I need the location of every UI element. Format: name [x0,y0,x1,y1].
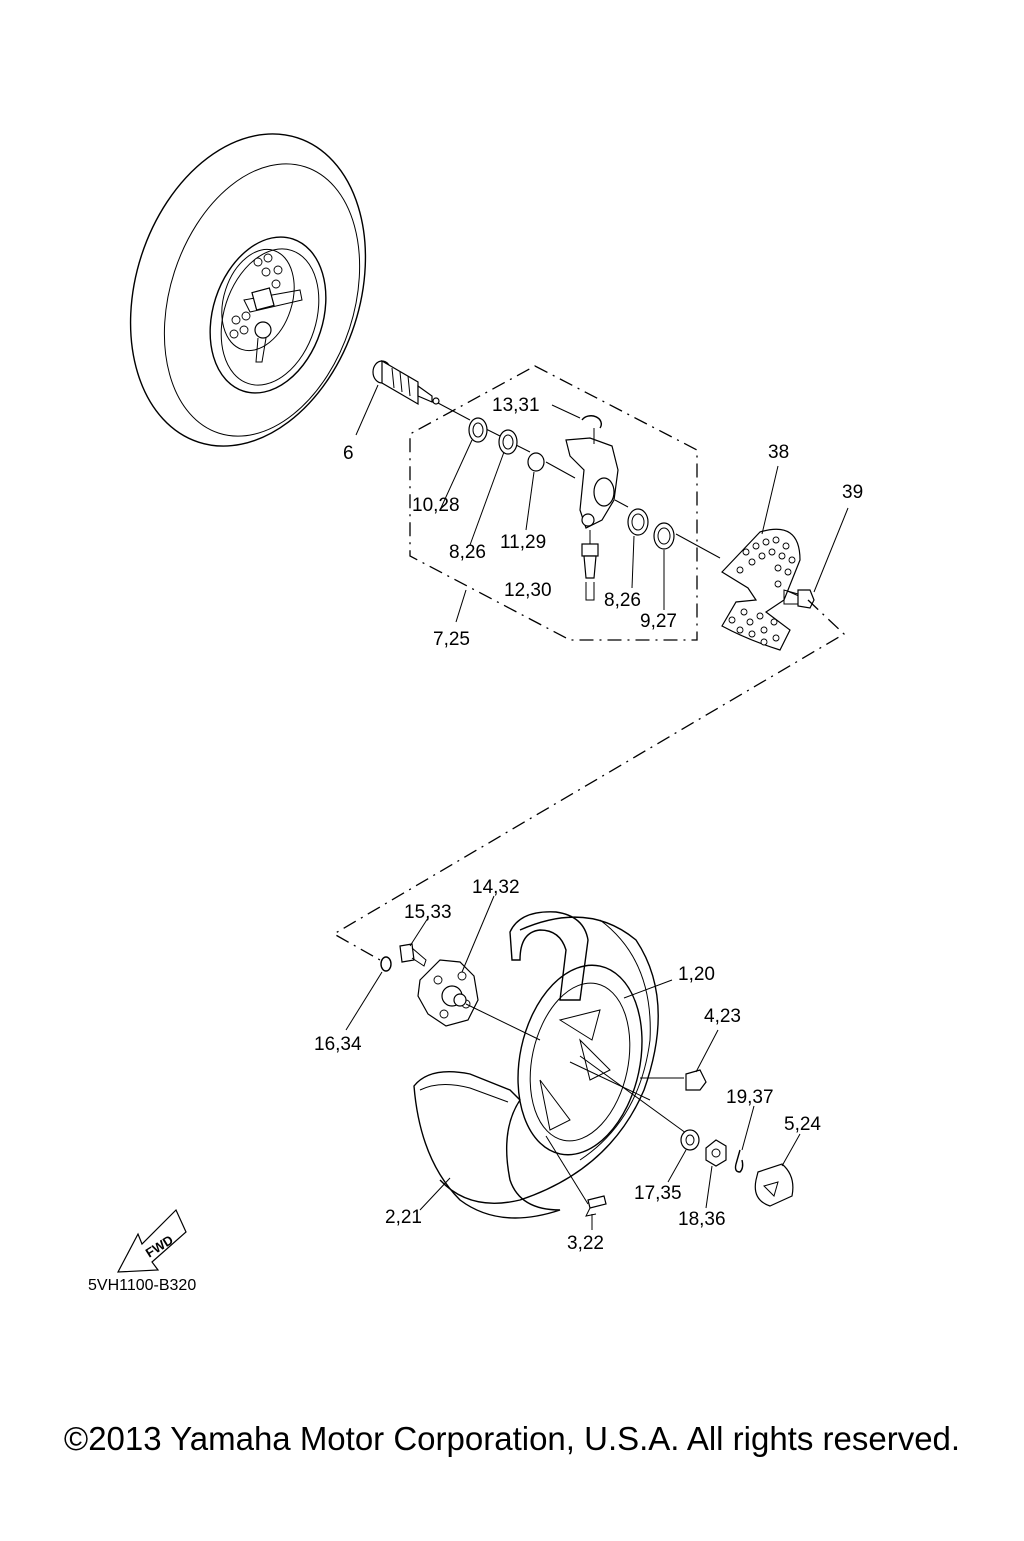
callout-label: 15,33 [404,902,452,923]
callout-label: 17,35 [634,1183,682,1204]
callout-label: 19,37 [726,1087,774,1108]
callout-label: 8,26 [604,590,641,611]
callout-label: 1,20 [678,964,715,985]
diagram-code: 5VH1100-B320 [88,1277,196,1294]
callout-labels: 6 13,31 10,28 8,26 11,29 12,30 8,26 9,27… [314,395,863,1254]
bearing-part [439,417,488,511]
callout-label: 5,24 [784,1114,821,1135]
callout-label: 14,32 [472,877,520,898]
callout-label: 39 [842,482,863,503]
callout-label: 12,30 [504,580,552,601]
cotter-pin-part [734,1105,755,1173]
assembly-connector-line [332,599,846,961]
washer-part [667,1129,700,1183]
lower-wheel-assembly [413,911,659,1219]
callout-label: 8,26 [449,542,486,563]
collar-part [525,452,545,531]
callout-label: 4,23 [704,1006,741,1027]
hub-part [417,895,495,1027]
copyright-notice: ©2013 Yamaha Motor Corporation, U.S.A. A… [63,1420,961,1457]
oil-seal-right-part [627,508,649,589]
brake-disc-part [721,465,801,651]
callout-label: 3,22 [567,1233,604,1254]
callout-label: 6 [343,443,354,464]
callout-label: 38 [768,442,789,463]
hub-axle-part [355,359,440,436]
o-ring-part [345,956,392,1031]
circlip-part [551,404,602,429]
callout-label: 2,21 [385,1207,422,1228]
callout-label: 10,28 [412,495,460,516]
castle-nut-part [705,1139,727,1209]
stud-bolt-part [399,917,429,967]
fwd-arrow-icon: FWD [116,1208,187,1273]
callout-label: 7,25 [433,629,470,650]
callout-label: 13,31 [492,395,540,416]
hub-cap-part [754,1133,801,1207]
callout-label: 9,27 [640,611,677,632]
oil-seal-part [469,429,518,546]
bearing-right-part [653,522,675,610]
ball-joint-part [581,530,599,601]
air-valve-part [545,1135,607,1230]
upper-wheel-assembly [129,133,367,447]
callout-label: 11,29 [500,532,546,553]
callout-label: 18,36 [678,1209,726,1230]
steering-knuckle-part [565,428,619,529]
callout-label: 16,34 [314,1034,362,1055]
wheel-nut-part [685,1029,719,1091]
